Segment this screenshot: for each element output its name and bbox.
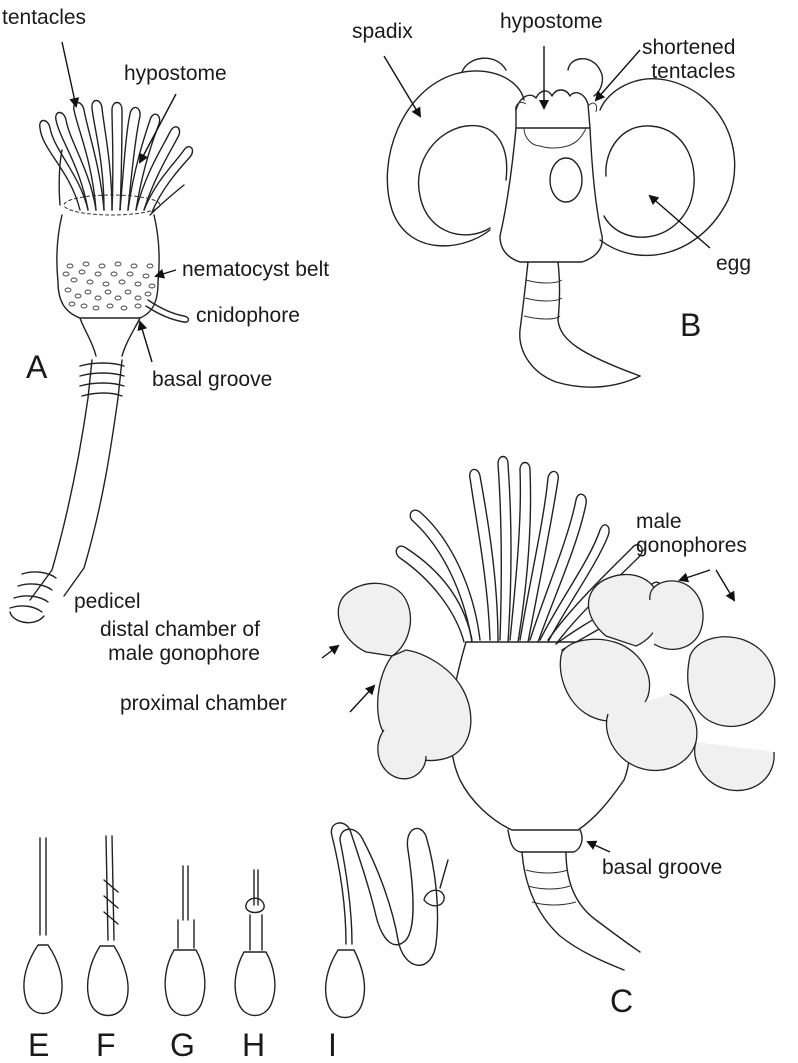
panel-c-right-gonophore-drawing [560,574,774,790]
label-c-proximal-chamber: proximal chamber [120,692,287,716]
panel-letter-a: A [26,350,47,384]
label-a-basal-groove: basal groove [152,368,272,392]
panel-letter-g: G [170,1028,195,1062]
label-c-basal-groove: basal groove [602,856,722,880]
nematocyst-h-drawing [235,870,275,1016]
arrow-c-basal-groove [588,842,610,852]
nematocyst-f-drawing [88,836,128,1016]
label-c-male-gonophores: male gonophores [636,510,747,558]
nematocyst-g-drawing [165,866,205,1016]
label-b-shortened-tentacles: shortened tentacles [642,36,735,84]
panel-a-nematocyst-belt-drawing [63,262,155,310]
arrow-c-male-gonophores-1 [680,570,710,580]
panel-letter-h: H [242,1028,265,1062]
label-a-hypostome: hypostome [124,62,227,86]
nematocyst-e-drawing [24,838,62,1014]
label-b-spadix: spadix [352,20,413,44]
label-a-nematocyst-belt: nematocyst belt [182,258,329,282]
label-b-egg: egg [716,252,751,276]
arrow-c-distal-chamber [322,646,338,658]
panel-a-tentacles-drawing [40,101,193,216]
panel-a-pedicel-drawing [10,360,124,623]
label-a-cnidophore: cnidophore [196,304,300,328]
nematocyst-i-drawing [326,823,448,1018]
label-a-pedicel: pedicel [74,590,141,614]
arrow-c-proximal-chamber [350,686,374,712]
arrow-a-basal-groove [140,322,152,362]
arrow-b-spadix [384,56,420,116]
panel-letter-i: I [328,1028,337,1062]
label-b-hypostome: hypostome [500,10,603,34]
arrow-a-tentacles [62,42,76,106]
panel-letter-b: B [680,308,701,342]
label-c-distal-chamber: distal chamber of male gonophore [100,618,260,666]
panel-letter-e: E [28,1028,49,1062]
panel-letter-c: C [610,984,633,1018]
panel-letter-f: F [96,1028,116,1062]
arrow-b-egg [650,196,710,248]
label-a-tentacles: tentacles [2,6,86,30]
arrow-c-male-gonophores-2 [716,570,734,600]
